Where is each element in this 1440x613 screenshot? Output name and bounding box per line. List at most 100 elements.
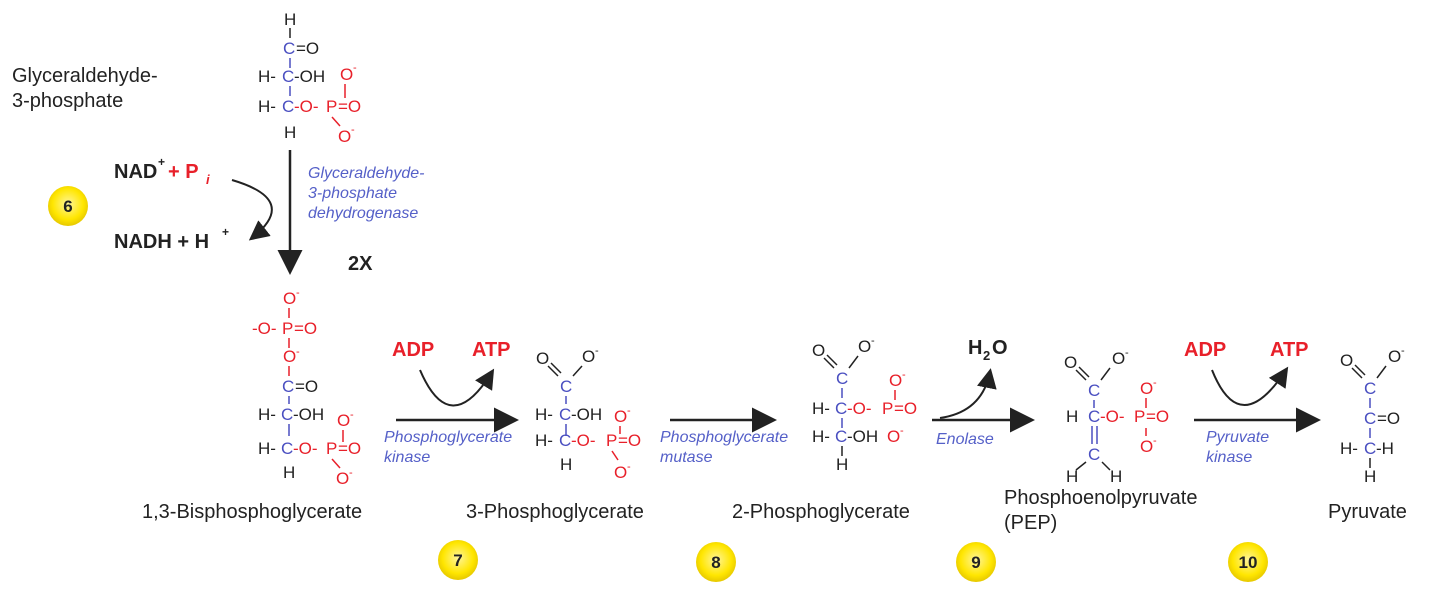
pg3-label: 3-Phosphoglycerate <box>466 501 644 523</box>
enzyme9-label: Enolase <box>936 431 994 448</box>
water-release-curved-arrow <box>939 368 997 419</box>
step8-number: 8 <box>711 553 720 572</box>
svg-text:H-: H- <box>258 97 276 116</box>
svg-text:-O-: -O- <box>571 431 596 450</box>
svg-text:C: C <box>1088 407 1100 426</box>
svg-text:H-: H- <box>1340 439 1358 458</box>
step9-number: 9 <box>971 553 980 572</box>
g3p-label-line1: Glyceraldehyde- <box>12 65 158 87</box>
nad-label: NAD <box>114 161 157 183</box>
svg-text:H: H <box>836 455 848 474</box>
step10-badge <box>1228 542 1268 582</box>
step9-badge <box>956 542 996 582</box>
svg-text:C: C <box>282 67 294 86</box>
plus-pi-label: + P <box>168 161 199 183</box>
svg-text:=O: =O <box>894 399 917 418</box>
svg-text:=O: =O <box>294 319 317 338</box>
svg-text:H: H <box>560 455 572 474</box>
enzyme7-line2: kinase <box>384 449 430 466</box>
svg-text:=O: =O <box>338 97 361 116</box>
svg-text:H-: H- <box>258 439 276 458</box>
svg-text:C: C <box>1364 379 1376 398</box>
svg-text:-OH: -OH <box>294 67 325 86</box>
pg2-structure: O O- C H-C -O-P=O O- H-C-OH O- H <box>812 335 917 474</box>
step6-number: 6 <box>63 197 72 216</box>
enzyme6-line2: 3-phosphate <box>308 185 397 202</box>
svg-text:O: O <box>1340 351 1353 370</box>
svg-text:C: C <box>559 431 571 450</box>
svg-text:=O: =O <box>296 39 319 58</box>
adp7-label: ADP <box>392 339 434 361</box>
svg-text:C: C <box>282 377 294 396</box>
svg-text:-O-: -O- <box>1100 407 1125 426</box>
svg-text:-OH: -OH <box>571 405 602 424</box>
svg-text:O: O <box>1112 349 1125 368</box>
svg-text:-: - <box>900 425 904 437</box>
svg-text:C: C <box>283 39 295 58</box>
enzyme8-line1: Phosphoglycerate <box>660 429 788 446</box>
enzyme10-line2: kinase <box>1206 449 1252 466</box>
svg-text:H: H <box>283 463 295 482</box>
svg-text:O: O <box>858 337 871 356</box>
svg-text:P: P <box>1134 407 1145 426</box>
bpg-structure: O- -O-P=O O- C=O H-C-OH O- H-C -O-P=O H … <box>252 287 361 488</box>
svg-text:C: C <box>282 97 294 116</box>
svg-text:O: O <box>614 463 627 482</box>
svg-text:-: - <box>902 369 906 381</box>
nadh-label: NADH + H <box>114 231 209 253</box>
atp7-label: ATP <box>472 339 511 361</box>
svg-text:H: H <box>284 10 296 29</box>
pep-structure: O O- C H C -O-P=O O- C H H O- <box>1064 347 1169 486</box>
svg-text:C: C <box>835 427 847 446</box>
adp-to-atp7-curved-arrow <box>419 368 495 407</box>
svg-text:=O: =O <box>295 377 318 396</box>
svg-text:O: O <box>1140 379 1153 398</box>
water-h: H <box>968 337 982 359</box>
step8-badge <box>696 542 736 582</box>
svg-text:O: O <box>283 347 296 366</box>
pi-subscript: i <box>206 172 210 187</box>
svg-text:H: H <box>1110 467 1122 486</box>
enzyme8-line2: mutase <box>660 449 713 466</box>
svg-text:O: O <box>614 407 627 426</box>
svg-text:-O-: -O- <box>252 319 277 338</box>
svg-text:-: - <box>1153 435 1157 447</box>
svg-text:H: H <box>1066 407 1078 426</box>
step7-number: 7 <box>453 551 462 570</box>
svg-text:H-: H- <box>258 405 276 424</box>
svg-text:C: C <box>281 439 293 458</box>
svg-text:O: O <box>340 65 353 84</box>
svg-text:O: O <box>582 347 595 366</box>
g3p-structure: H C=O H-C-OH O- H-C -O-P=O H O- <box>258 10 361 146</box>
svg-text:-: - <box>351 124 355 136</box>
pep-label-line1: Phosphoenolpyruvate <box>1004 487 1197 509</box>
svg-text:P: P <box>606 431 617 450</box>
svg-text:C: C <box>1088 381 1100 400</box>
svg-text:-: - <box>627 461 631 473</box>
svg-text:H: H <box>1364 467 1376 486</box>
pg3-structure: O O- C H-C-OH O- H-C -O-P=O H O- <box>535 345 641 482</box>
svg-text:-: - <box>296 287 300 299</box>
pyruvate-structure: O O- C C=O H-C-H H <box>1340 345 1405 486</box>
step7-badge <box>438 540 478 580</box>
water-subscript: 2 <box>983 348 990 363</box>
svg-text:O: O <box>1140 437 1153 456</box>
pg2-label: 2-Phosphoglycerate <box>732 501 910 523</box>
svg-text:O: O <box>1388 347 1401 366</box>
atp10-label: ATP <box>1270 339 1309 361</box>
bpg-label: 1,3-Bisphosphoglycerate <box>142 501 362 523</box>
svg-text:H: H <box>1066 467 1078 486</box>
svg-text:-: - <box>350 409 354 421</box>
enzyme7-line1: Phosphoglycerate <box>384 429 512 446</box>
pep-label-line2: (PEP) <box>1004 512 1057 534</box>
svg-text:=O: =O <box>1377 409 1400 428</box>
svg-text:P: P <box>326 97 337 116</box>
svg-text:H-: H- <box>812 427 830 446</box>
svg-text:O: O <box>889 371 902 390</box>
svg-text:H-: H- <box>258 67 276 86</box>
svg-text:-: - <box>1153 377 1157 389</box>
svg-text:P: P <box>882 399 893 418</box>
svg-text:=O: =O <box>338 439 361 458</box>
svg-text:-: - <box>871 335 875 347</box>
